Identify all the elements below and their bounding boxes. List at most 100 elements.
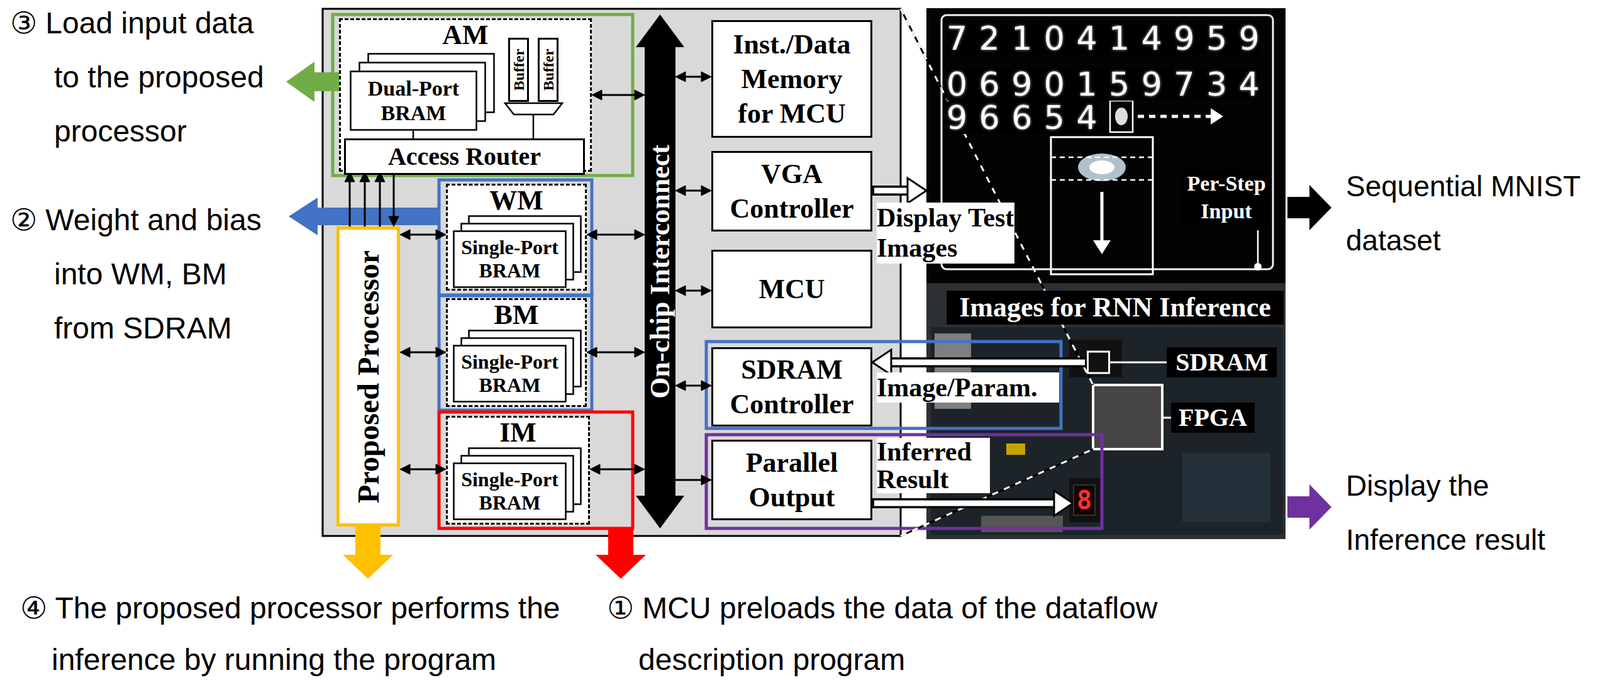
connector-arrow	[359, 171, 370, 227]
step-callout: Sequential MNIST dataset	[1345, 159, 1589, 268]
digit-row: 0 6 9 0 1 5 9 7 3 4	[946, 67, 1261, 101]
arrow-line	[684, 289, 703, 292]
zoom-line	[900, 8, 1094, 385]
arrow-fill	[874, 500, 1058, 507]
arrow-head	[872, 349, 892, 375]
screen-label: Per-Step Input	[1182, 169, 1271, 226]
seven-segment: 8	[1072, 484, 1096, 516]
highlight-frame	[332, 14, 633, 176]
arrow-line	[684, 384, 703, 387]
arrow-line	[364, 180, 367, 227]
wire	[532, 114, 535, 139]
arrow-head	[634, 347, 645, 358]
memory-block: Single-Port BRAM BM	[445, 298, 587, 407]
memory-block: Single-Port BRAM WM	[445, 183, 587, 291]
wire	[412, 130, 415, 139]
arrow-head	[586, 229, 597, 240]
node-label: Single-Port BRAM	[452, 230, 567, 289]
arrow-line	[595, 233, 636, 236]
board-component	[1006, 443, 1026, 455]
interconnect-bus: On-chip Interconnect	[644, 14, 676, 529]
connector-arrow	[374, 171, 385, 227]
arrow-head	[1054, 490, 1073, 516]
connector-arrow	[872, 349, 1087, 375]
arrow-head	[907, 177, 927, 204]
step-arrow	[1100, 191, 1104, 241]
highlight-frame	[706, 434, 1102, 529]
connector-arrow	[675, 285, 712, 296]
step-callout: ③ Load input data to the proposed proces…	[10, 0, 275, 159]
arrow-head	[1210, 108, 1224, 125]
arrow-line	[675, 479, 703, 482]
connector-arrow	[400, 464, 446, 475]
arrow-head	[634, 464, 645, 475]
arrow-line	[595, 351, 636, 354]
digit-row: 9 6 6 5 4	[946, 101, 1099, 134]
arrow-line	[408, 468, 438, 471]
board-component	[1182, 452, 1271, 523]
arrow-head	[435, 229, 446, 240]
wire	[505, 103, 563, 115]
arrow-head	[586, 347, 597, 358]
chip-tag: FPGA	[1171, 402, 1255, 433]
leader-dot	[1254, 262, 1262, 271]
arrow-fill	[888, 359, 1085, 366]
connector-arrow	[675, 380, 712, 391]
digit-box	[1110, 100, 1133, 133]
node-label: Buffer	[511, 49, 527, 92]
node-label: MCU	[758, 271, 825, 307]
arrow-line	[408, 233, 438, 236]
node-label: BM	[447, 301, 585, 329]
arrow-head	[591, 89, 602, 100]
connector-arrow	[872, 490, 1073, 516]
controller-box: VGA Controller	[711, 150, 873, 232]
buffer-box: Buffer	[537, 37, 559, 102]
connector-arrow	[586, 347, 645, 358]
connector-arrow	[344, 171, 355, 227]
leader-line	[1257, 230, 1260, 263]
step-callout: ① MCU preloads the data of the dataflow …	[606, 582, 1173, 680]
digit-row: 7 2 1 0 4 1 4 9 5 9	[946, 22, 1261, 55]
node-label: AM	[340, 21, 590, 50]
arrow-head	[701, 380, 712, 391]
arrow-line	[393, 171, 395, 218]
router-box: Access Router	[344, 138, 585, 175]
edge-label: Display Test Images	[876, 202, 1015, 264]
arrow-head	[589, 464, 600, 475]
edge-label: Inferred Result	[876, 437, 990, 494]
node-label: On-chip Interconnect	[646, 144, 675, 399]
arrow-head	[400, 229, 411, 240]
bram-stack: Dual-Port BRAM	[349, 52, 495, 131]
arrow-head	[675, 71, 686, 82]
chip-marker-box	[1088, 351, 1110, 373]
arrow-line	[684, 76, 703, 78]
highlight-frame	[438, 179, 592, 295]
memory-block: Dual-Port BRAM Buffer BufferAccess Router A…	[338, 18, 592, 172]
connector-arrow	[589, 464, 645, 475]
arrow-line	[379, 180, 382, 227]
bram-stack: Single-Port BRAM	[452, 215, 582, 289]
memory-box: Inst./Data Memory for MCU	[711, 20, 873, 138]
step-arrow	[1287, 484, 1332, 530]
arrow-head	[400, 347, 411, 358]
arrow-head	[701, 185, 712, 196]
bram-stack: Single-Port BRAM	[452, 329, 582, 403]
step-callout: ② Weight and bias into WM, BM from SDRAM	[10, 193, 275, 356]
node-label: VGA Controller	[719, 156, 865, 226]
connector-arrow	[400, 347, 446, 358]
controller-box: SDRAM Controller	[711, 347, 873, 427]
node-label: Single-Port BRAM	[452, 462, 567, 521]
node-label: Images for RNN Inference	[946, 290, 1284, 325]
node-label: Inst./Data Memory for MCU	[728, 27, 855, 131]
zoom-box	[1050, 137, 1153, 275]
node-label: WM	[447, 186, 585, 215]
arrow-line	[598, 468, 636, 471]
node-label: Single-Port BRAM	[452, 344, 567, 403]
arrow-head	[701, 474, 712, 485]
connector-arrow	[388, 171, 399, 227]
arrow-head	[435, 347, 446, 358]
arrow-head	[675, 380, 686, 391]
arrow-line	[600, 94, 636, 97]
node-label: Buffer	[540, 49, 556, 92]
node-label: Dual-Port BRAM	[349, 70, 478, 131]
